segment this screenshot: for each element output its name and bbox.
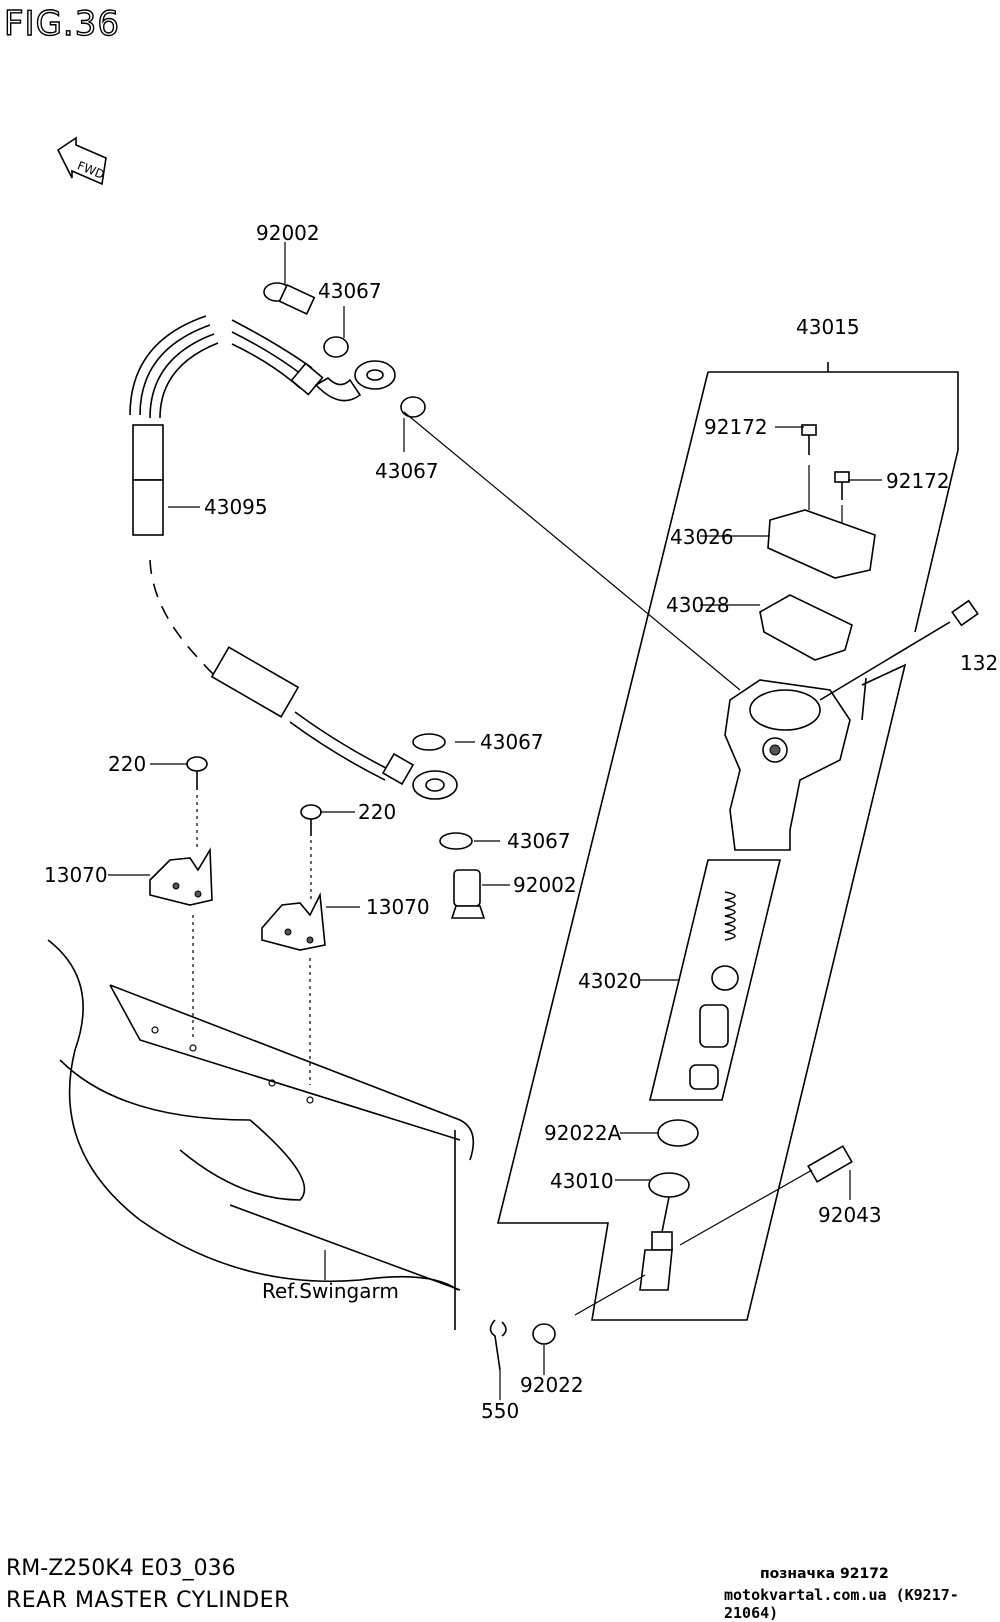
label-43067-top: 43067 [318,279,382,303]
reservoir-cap [767,509,876,579]
source-credit: motokvartal.com.ua (K9217-21064) [724,1586,959,1622]
label-43067-low1: 43067 [480,730,544,754]
washer-92022 [532,1323,556,1345]
part-marker: позначка 92172 [760,1566,889,1582]
label-43020: 43020 [578,969,642,993]
label-92002-low: 92002 [513,873,577,897]
label-92043: 92043 [818,1203,882,1227]
bolt-132 [819,599,979,701]
banjo-bolt-top [263,282,316,315]
label-92022: 92022 [520,1373,584,1397]
piston-kit [689,891,739,1090]
label-550: 550 [481,1399,519,1423]
label-43067-mid: 43067 [375,459,439,483]
label-43095: 43095 [204,495,268,519]
washer-top [323,336,349,358]
screw-92172-b [834,471,850,500]
washer-mid [400,396,426,418]
screw-92172-a [801,424,817,455]
label-13070-b: 13070 [366,895,430,919]
label-43026: 43026 [670,525,734,549]
label-92172-b: 92172 [886,469,950,493]
label-220-a: 220 [108,752,146,776]
label-92172-a: 92172 [704,415,768,439]
clamp-13070-a [149,847,213,906]
washer-low1 [412,733,446,751]
label-ref-swingarm: Ref.Swingarm [262,1279,399,1303]
pin-92043 [574,1145,853,1316]
label-43015: 43015 [796,315,860,339]
master-cylinder-body [724,679,851,851]
circlip [657,1119,699,1147]
clamp-13070-b [261,892,326,951]
label-220-b: 220 [358,800,396,824]
fwd-arrow-icon: FWD [56,136,107,186]
leader-lines [108,242,882,1400]
label-13070-a: 13070 [44,863,108,887]
model-code: RM-Z250K4 E03_036 [6,1556,236,1581]
assembly-outline-43015 [496,371,959,1321]
washer-low2 [439,832,473,850]
label-43067-low2: 43067 [507,829,571,853]
cotter-pin [489,1319,507,1371]
label-92022A: 92022A [544,1121,622,1145]
screw-220-b [300,804,322,836]
kit-box-43020 [648,859,782,1101]
diaphragm [759,594,853,661]
screw-220-a [186,756,208,790]
banjo-bolt-low [450,869,486,919]
label-43010: 43010 [550,1169,614,1193]
figure-title: FIG.36 [3,3,121,44]
label-132: 132 [960,651,998,675]
label-43028: 43028 [666,593,730,617]
label-92002-top: 92002 [256,221,320,245]
brake-hose [129,315,458,800]
push-rod [639,1172,690,1291]
section-title: REAR MASTER CYLINDER [6,1588,290,1613]
swingarm-outline [47,939,475,1330]
